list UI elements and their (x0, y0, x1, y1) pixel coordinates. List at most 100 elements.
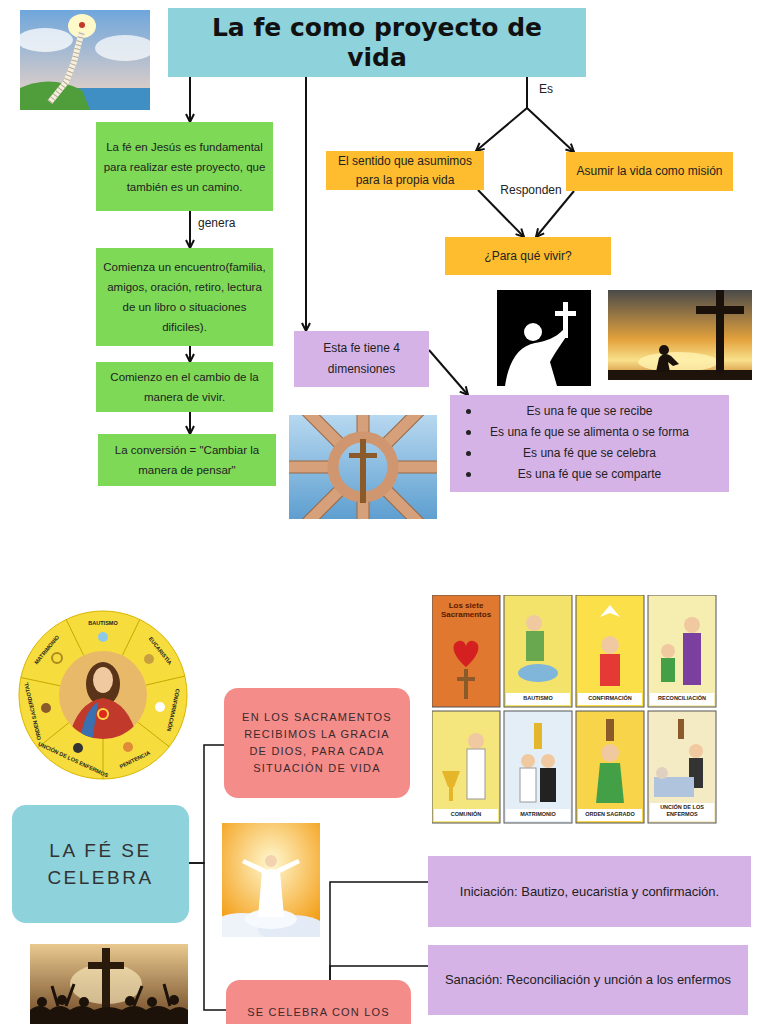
cross (349, 453, 377, 458)
head (684, 617, 700, 633)
connector (189, 211, 191, 248)
edge-label: Es (539, 82, 553, 96)
bullet-dot (466, 451, 471, 456)
cross (678, 719, 684, 739)
image-label: MATRIMONIO (506, 811, 570, 818)
sacrament-wheel-image (18, 610, 188, 780)
heart (99, 710, 107, 718)
arms (289, 415, 437, 519)
jesus-clouds-image (222, 823, 320, 937)
connector (305, 77, 307, 331)
spoke (146, 676, 185, 685)
note-box: SE CELEBRA CON LOS (226, 980, 411, 1024)
silhouette-cross-image (497, 290, 591, 386)
list-box: Es una fe que se recibe Es una fe que se … (450, 395, 729, 492)
head (265, 855, 277, 867)
raised-arms (52, 984, 170, 1006)
node-text: Iniciación: Bautizo, eucaristía y confir… (460, 880, 719, 904)
list-item: Es una fé que se celebra (460, 443, 719, 464)
node-text: La conversión = "Cambiar la manera de pe… (102, 440, 272, 480)
sky (608, 290, 752, 380)
card-face (648, 595, 716, 707)
process-box: La conversión = "Cambiar la manera de pe… (98, 434, 276, 486)
node-text: Sanación: Reconciliación y unción a los … (445, 968, 731, 992)
connector (429, 350, 468, 395)
sunset-cross-image (608, 290, 752, 380)
cross (716, 290, 724, 374)
process-box: Comienza un encuentro(familia, amigos, o… (96, 248, 273, 346)
wheel-spokes (21, 620, 185, 780)
robe (258, 869, 284, 917)
arm (134, 986, 142, 1006)
label-strip (650, 803, 714, 821)
cross (563, 302, 568, 338)
bride (520, 768, 536, 802)
node-text: El sentido que asumimos para la propia v… (332, 152, 478, 190)
body (600, 654, 620, 686)
cross (555, 311, 576, 316)
list-text: Es una fe que se alimenta o se forma (490, 425, 689, 439)
head (656, 767, 668, 779)
connector (189, 346, 191, 362)
card (504, 595, 572, 707)
node-text: ¿Para qué vivir? (484, 247, 571, 266)
head (521, 754, 535, 768)
body (467, 749, 485, 799)
head (661, 644, 675, 658)
connector (189, 745, 224, 863)
sacrament-icon (41, 703, 51, 713)
bullet-dot (466, 430, 471, 435)
node-text: SE CELEBRA CON LOS (247, 1004, 390, 1021)
node-text: Comienza un encuentro(familia, amigos, o… (100, 257, 269, 337)
spoke (122, 620, 140, 656)
body (661, 658, 675, 682)
hands-cross-image (289, 415, 437, 519)
sacrament-icon (123, 742, 133, 752)
arm (52, 986, 58, 1006)
body (683, 633, 701, 685)
list-item: Es una fe que se recibe (460, 401, 719, 422)
sacrament-icon (155, 702, 165, 712)
image-label: BAUTISMO (88, 620, 117, 627)
question-box: ¿Para qué vivir? (445, 237, 611, 275)
head (468, 733, 484, 749)
list-text: Es una fé que se celebra (523, 446, 656, 460)
card (576, 595, 644, 707)
bullet-dot (466, 409, 471, 414)
image-label: CONFIRMACIÓN (578, 695, 642, 702)
head (689, 744, 703, 758)
card-face (432, 711, 500, 823)
cross (457, 677, 475, 681)
card (432, 711, 500, 823)
mantle (80, 702, 98, 742)
connector (189, 77, 191, 122)
note-box: EN LOS SACRAMENTOS RECIBIMOS LA GRACIA D… (224, 688, 410, 798)
sacrament-icon (98, 632, 108, 642)
card (648, 711, 716, 823)
image-label: Los siete Sacramentos (434, 601, 498, 619)
background (497, 290, 591, 386)
list-text: Es una fé que se comparte (518, 467, 661, 481)
sky (30, 944, 188, 1024)
list-text: Es una fe que se recibe (526, 404, 652, 418)
node-text: LA FÉ SE CELEBRA (26, 837, 175, 891)
face (93, 667, 113, 693)
connector (536, 191, 574, 237)
sacrament-icon (52, 653, 62, 663)
card-face (648, 711, 716, 823)
bed (654, 777, 694, 797)
robe (68, 698, 138, 742)
category-box: Sanación: Reconciliación y unción a los … (428, 945, 748, 1015)
connector (478, 190, 524, 237)
crowd-cross-image (30, 944, 188, 1024)
sacrament-icon (144, 654, 154, 664)
spoke (138, 722, 170, 747)
card (648, 595, 716, 707)
image-label: BAUTISMO (506, 695, 570, 702)
head (541, 754, 555, 768)
edge-label: Responden (500, 183, 561, 197)
sacrament-cards-image (432, 595, 718, 827)
list-item: Es una fé que se comparte (460, 464, 719, 485)
connector (189, 863, 226, 1010)
head (526, 615, 542, 631)
